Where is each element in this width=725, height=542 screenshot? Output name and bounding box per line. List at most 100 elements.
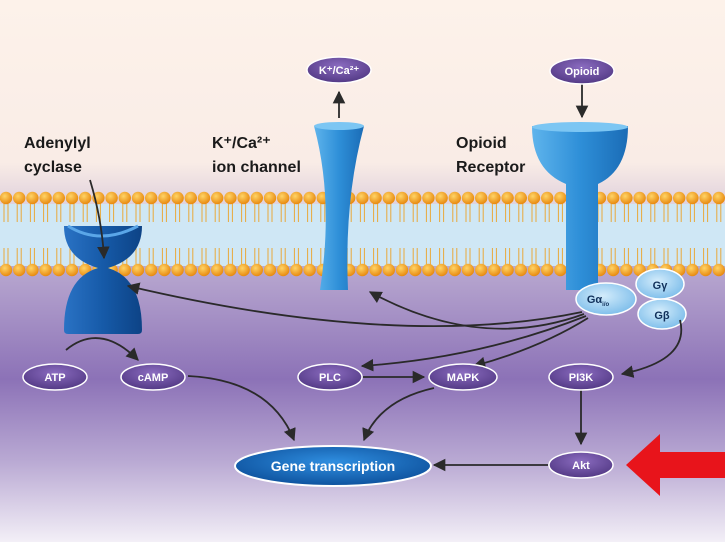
arrow-galpha-to-mapk — [472, 317, 589, 370]
lipid-head — [699, 263, 712, 277]
lipid-head — [290, 191, 303, 205]
svg-text:cAMP: cAMP — [138, 372, 169, 384]
g-gamma-shape — [635, 268, 685, 300]
arrow-camp-to-gene — [187, 375, 296, 442]
lipid-head — [699, 191, 712, 205]
ion-channel-shape — [314, 122, 364, 290]
lipid-head — [52, 191, 65, 205]
node-gene-transcription: Gene transcription — [234, 445, 432, 487]
lipid-head — [501, 263, 514, 277]
label-opioid-line1: Opioid — [456, 135, 507, 152]
lipid-head — [488, 263, 501, 277]
lipid-head — [448, 191, 461, 205]
svg-text:Akt: Akt — [572, 460, 590, 472]
arrow-label-to-cyclase — [89, 179, 110, 260]
label-adenylyl-line2: cyclase — [24, 159, 82, 176]
lipid-head — [197, 263, 211, 277]
lipid-head — [620, 263, 633, 277]
node-plc: PLC — [297, 363, 363, 391]
lipid-head — [237, 263, 250, 277]
lipid-head — [118, 191, 131, 205]
lipid-head — [171, 263, 184, 277]
lipid-head — [158, 263, 171, 277]
lipid-head — [0, 191, 13, 205]
lipid-head — [39, 263, 52, 277]
lipid-head — [131, 263, 145, 277]
svg-text:Gene transcription: Gene transcription — [271, 458, 395, 474]
lipid-head — [118, 263, 131, 277]
label-adenylyl-line1: Adenylyl — [24, 135, 91, 152]
pathway-arrows — [65, 84, 683, 472]
lipid-head — [13, 263, 26, 277]
arrow-galpha-to-plc — [360, 315, 587, 372]
lipid-head — [382, 263, 395, 277]
lipid-head — [369, 191, 382, 205]
svg-text:ATP: ATP — [44, 372, 65, 384]
node-kca: K⁺/Ca²⁺ — [306, 56, 372, 84]
svg-text:MAPK: MAPK — [447, 372, 479, 384]
lipid-head — [461, 191, 475, 205]
lipid-head — [79, 191, 92, 205]
svg-text:PLC: PLC — [319, 372, 341, 384]
lipid-head — [197, 191, 211, 205]
lipid-head — [171, 191, 184, 205]
lipid-head — [435, 191, 448, 205]
lipid-head — [607, 191, 620, 205]
node-atp: ATP — [22, 363, 88, 391]
arrow-mapk-to-gene — [362, 387, 435, 442]
lipid-head — [712, 263, 725, 277]
lipid-head — [607, 263, 620, 277]
lipid-head — [224, 191, 237, 205]
lipid-head — [263, 191, 277, 205]
node-mapk: MAPK — [428, 363, 498, 391]
lipid-head — [514, 191, 527, 205]
label-ion-channel-line2: ion channel — [212, 159, 301, 176]
lipid-head — [435, 263, 448, 277]
lipid-head — [263, 263, 277, 277]
lipid-head — [303, 263, 316, 277]
lipid-head — [541, 263, 554, 277]
g-alpha-shape — [575, 282, 637, 316]
lipid-head — [461, 263, 475, 277]
arrow-galpha-to-channel — [368, 291, 585, 330]
lipid-head — [422, 191, 435, 205]
lipid-head — [686, 191, 699, 205]
lipid-head — [65, 263, 79, 277]
lipid-head — [488, 191, 501, 205]
lipid-head — [409, 191, 422, 205]
lipid-head — [475, 263, 488, 277]
arrow-atp-to-camp — [65, 337, 139, 361]
lipid-head — [554, 263, 567, 277]
lipid-head — [659, 191, 673, 205]
lipid-head — [712, 191, 725, 205]
lipid-head — [184, 191, 197, 205]
g-protein-complex: Gαi/o Gγ Gβ — [575, 268, 687, 330]
lipid-head — [52, 263, 65, 277]
label-ion-channel-line1: K⁺/Ca²⁺ — [212, 135, 271, 152]
lipid-head — [633, 191, 646, 205]
lipid-head — [184, 263, 197, 277]
lipid-head — [395, 191, 409, 205]
lipid-head — [673, 191, 686, 205]
lipid-head — [158, 191, 171, 205]
lipid-head — [0, 263, 13, 277]
lipid-head — [211, 191, 224, 205]
lipid-head — [145, 263, 158, 277]
lipid-head — [395, 263, 409, 277]
lipid-head — [224, 263, 237, 277]
lipid-head — [250, 191, 263, 205]
lipid-head — [501, 191, 514, 205]
g-gamma-label: Gγ — [653, 280, 669, 292]
lipid-head — [409, 263, 422, 277]
highlight-arrow-icon — [626, 434, 725, 496]
lipid-head — [303, 191, 316, 205]
lipid-head — [527, 263, 541, 277]
lipid-head — [39, 191, 52, 205]
lipid-head — [26, 263, 39, 277]
g-alpha-label: Gαi/o — [587, 294, 610, 308]
lipid-head — [356, 191, 369, 205]
lipid-head — [145, 191, 158, 205]
lipid-head — [356, 263, 369, 277]
